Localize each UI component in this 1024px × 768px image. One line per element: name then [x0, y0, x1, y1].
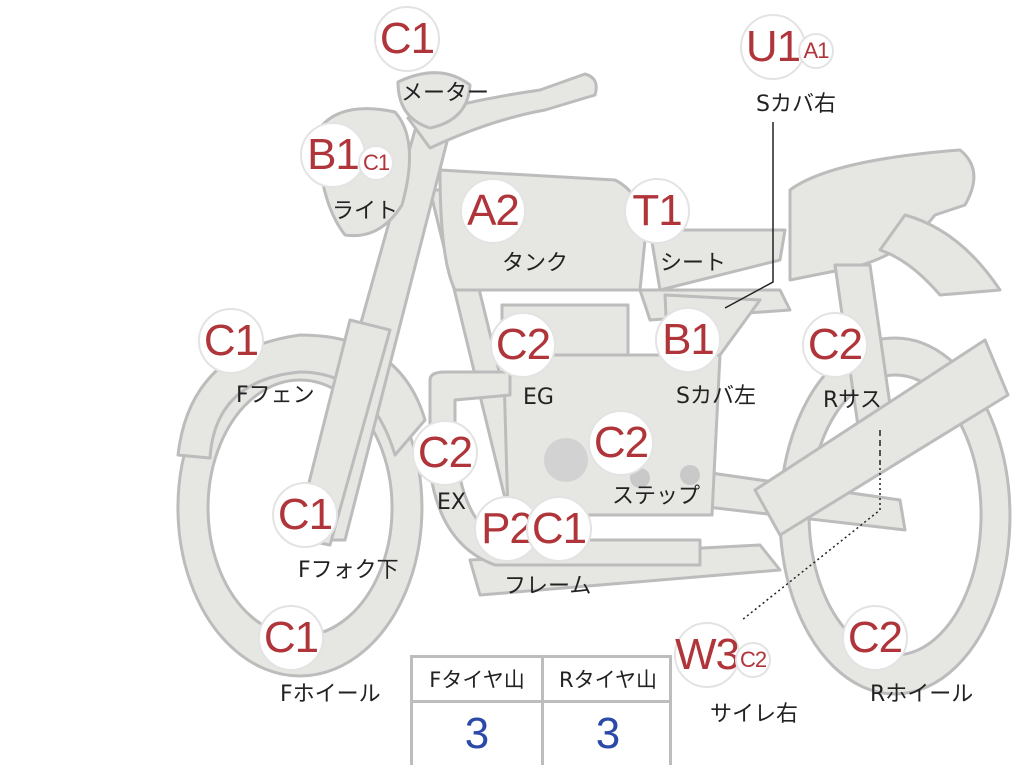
side-cover-right-grade-badge: U1 [740, 14, 806, 80]
engine-label: EG [523, 385, 554, 410]
tire-tread-table: Fタイヤ山 3 Rタイヤ山 3 [410, 655, 672, 765]
meter-shape [396, 71, 472, 130]
meter-grade-badge: C1 [374, 6, 440, 72]
muffler-shape [753, 338, 1010, 537]
front-wheel-label: Fホイール [280, 682, 381, 707]
step-peg-1 [630, 468, 650, 488]
front-wheel-grade-badge: C1 [258, 605, 324, 671]
engine-grade-badge: C2 [490, 312, 556, 378]
engine-case-round [544, 438, 588, 482]
step-label: ステップ [612, 484, 701, 509]
handlebar-shape [406, 72, 598, 150]
tank-label: タンク [502, 251, 569, 276]
rear-suspension-grade-badge: C2 [802, 312, 868, 378]
rear-suspension-label: Rサス [823, 388, 882, 413]
light-grade-badge-secondary: C1 [358, 145, 394, 181]
side-cover-left-grade-badge: B1 [655, 307, 721, 373]
rear-wheel-grade-badge: C2 [842, 605, 908, 671]
front-fender-grade-badge: C1 [198, 308, 264, 374]
light-label: ライト [332, 199, 399, 224]
front-fork-lower-label: Fフォク下 [298, 558, 399, 583]
side-cover-right-grade-badge-secondary: A1 [798, 33, 834, 69]
step-grade-badge: C2 [588, 410, 654, 476]
front-tread-cell: Fタイヤ山 3 [413, 658, 544, 765]
rear-tread-header: Rタイヤ山 [544, 658, 672, 703]
rear-tread-cell: Rタイヤ山 3 [544, 658, 672, 765]
rear-wheel-label: Rホイール [870, 682, 974, 707]
leader-side-cover-right [724, 122, 774, 309]
tank-grade-badge: A2 [460, 178, 526, 244]
silencer-right-label: サイレ右 [710, 702, 799, 727]
seat-label: シート [660, 251, 727, 276]
leader-silencer [741, 468, 881, 621]
front-tread-header: Fタイヤ山 [413, 658, 541, 703]
frame-label: フレーム [504, 574, 592, 599]
exhaust-label: EX [437, 490, 466, 515]
light-grade-badge: B1 [300, 122, 366, 188]
front-fork-lower-grade-badge: C1 [272, 482, 338, 548]
rear-frame-shape [648, 228, 787, 292]
exhaust-grade-badge: C2 [412, 420, 478, 486]
seat-shape [788, 148, 976, 282]
tail-shape [878, 213, 1002, 297]
frame-grade-badge-secondary: C1 [526, 496, 592, 562]
seat-grade-badge: T1 [624, 178, 690, 244]
rear-tread-value: 3 [595, 709, 621, 758]
front-tread-value: 3 [464, 709, 490, 758]
front-fender-label: Fフェン [236, 383, 315, 408]
side-cover-right-label: Sカバ右 [756, 92, 836, 117]
silencer-right-grade-badge: W3 [674, 622, 740, 688]
side-cover-left-label: Sカバ左 [676, 384, 756, 409]
meter-label: メーター [401, 81, 490, 106]
silencer-right-grade-badge-secondary: C2 [735, 642, 771, 678]
step-peg-2 [680, 465, 700, 485]
